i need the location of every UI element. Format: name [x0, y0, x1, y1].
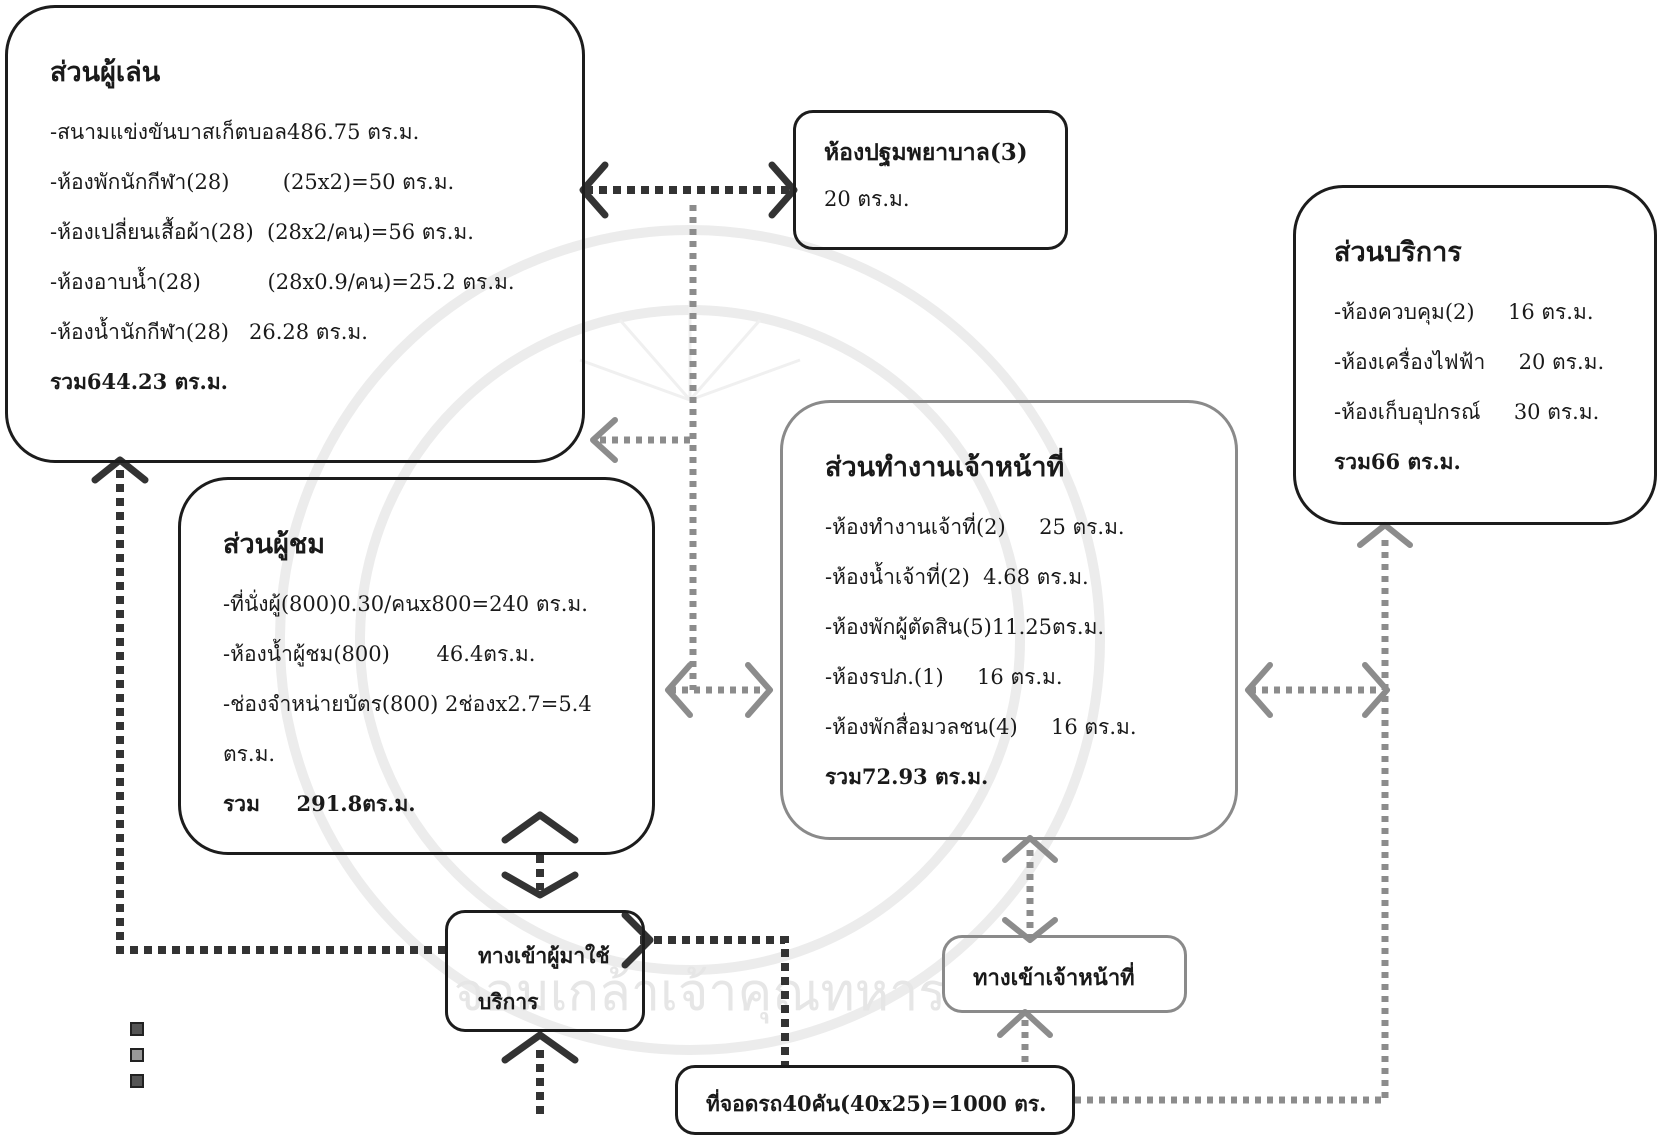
arrowhead-player-branch: [590, 417, 618, 463]
first-aid-title: ห้องปฐมพยาบาล(3): [824, 139, 1028, 166]
arrowhead-service-left: [1362, 662, 1390, 718]
staff-entrance-box: ทางเข้าเจ้าหน้าที่: [942, 935, 1187, 1013]
arrowhead-staff-up: [1002, 835, 1058, 863]
player-zone-line: -สนามแข่งขันบาสเก็ตบอล486.75 ตร.ม.: [50, 120, 420, 144]
player-zone-line: -ห้องอาบน้ำ(28) (28x0.9/คน)=25.2 ตร.ม.: [50, 270, 515, 294]
staff-entrance-label: ทางเข้าเจ้าหน้าที่: [973, 965, 1135, 991]
spectator-zone-line: -ห้องน้ำผู้ชม(800) 46.4ตร.ม.: [223, 642, 536, 666]
service-zone-line: -ห้องควบคุม(2) 16 ตร.ม.: [1334, 300, 1594, 324]
connector-entrance-player: [116, 470, 445, 954]
service-zone-box: ส่วนบริการ -ห้องควบคุม(2) 16 ตร.ม. -ห้อง…: [1293, 185, 1657, 525]
connector-entrance-parking: [640, 936, 789, 1065]
visitor-entrance-line1: ทางเข้าผู้มาใช้: [478, 943, 610, 968]
player-zone-line: -ห้องพักนักกีฬา(28) (25x2)=50 ตร.ม.: [50, 170, 455, 194]
arrowhead-service-up: [1357, 522, 1413, 548]
player-zone-line: -ห้องน้ำนักกีฬา(28) 26.28 ตร.ม.: [50, 320, 368, 344]
legend-dark-icon: [130, 1022, 144, 1036]
spectator-zone-line: -ช่องจำหน่ายบัตร(800) 2ช่องx2.7=5.4: [223, 692, 592, 716]
spectator-zone-total: รวม 291.8ตร.ม.: [223, 791, 416, 816]
arrowhead-spectator-right: [665, 662, 693, 718]
player-zone-box: ส่วนผู้เล่น -สนามแข่งขันบาสเก็ตบอล486.75…: [5, 5, 585, 463]
legend: [130, 1022, 144, 1100]
staff-zone-line: -ห้องน้ำเจ้าที่(2) 4.68 ตร.ม.: [825, 565, 1089, 589]
arrowhead-staff-left: [745, 662, 773, 718]
service-zone-line: -ห้องเครื่องไฟฟ้า 20 ตร.ม.: [1334, 350, 1605, 374]
staff-zone-total: รวม72.93 ตร.ม.: [825, 764, 989, 789]
first-aid-area: 20 ตร.ม.: [824, 187, 910, 211]
staff-zone-line: -ห้องทำงานเจ้าที่(2) 25 ตร.ม.: [825, 515, 1125, 539]
service-zone-line: -ห้องเก็บอุปกรณ์ 30 ตร.ม.: [1334, 400, 1600, 424]
parking-label: ที่จอดรถ40คัน(40x25)=1000 ตร.: [706, 1091, 1047, 1116]
arrowhead-staffentrance-down: [1002, 917, 1058, 943]
staff-zone-line: -ห้องพักสื่อมวลชน(4) 16 ตร.ม.: [825, 715, 1137, 739]
staff-zone-line: -ห้องพักผู้ตัดสิน(5)11.25ตร.ม.: [825, 615, 1105, 639]
service-zone-title: ส่วนบริการ: [1334, 237, 1462, 268]
player-zone-title: ส่วนผู้เล่น: [50, 57, 161, 88]
spectator-zone-box: ส่วนผู้ชม -ที่นั่งผู้(800)0.30/คนx800=24…: [178, 477, 655, 855]
arrowhead-spectator-up: [501, 811, 579, 844]
service-zone-total: รวม66 ตร.ม.: [1334, 449, 1461, 474]
visitor-entrance-line2: บริการ: [478, 989, 539, 1014]
staff-zone-title: ส่วนทำงานเจ้าหน้าที่: [825, 452, 1065, 483]
legend-dark-icon: [130, 1074, 144, 1088]
watermark-text: จอมเกล้าเจ้าคุณทหาร: [454, 965, 946, 1024]
first-aid-box: ห้องปฐมพยาบาล(3) 20 ตร.ม.: [793, 110, 1068, 250]
arrowhead-staff-right: [1245, 662, 1273, 718]
arrowhead-entrance-up: [501, 1031, 579, 1064]
arrowhead-entrance-down: [501, 871, 579, 899]
legend-gray-icon: [130, 1048, 144, 1062]
spectator-zone-line: -ที่นั่งผู้(800)0.30/คนx800=240 ตร.ม.: [223, 592, 588, 616]
player-zone-total: รวม644.23 ตร.ม.: [50, 369, 228, 394]
spectator-zone-line: ตร.ม.: [223, 742, 276, 766]
spectator-zone-title: ส่วนผู้ชม: [223, 529, 326, 560]
staff-zone-box: ส่วนทำงานเจ้าหน้าที่ -ห้องทำงานเจ้าที่(2…: [780, 400, 1238, 840]
player-zone-line: -ห้องเปลี่ยนเสื้อผ้า(28) (28x2/คน)=56 ตร…: [50, 220, 474, 244]
visitor-entrance-box: ทางเข้าผู้มาใช้ บริการ: [445, 910, 645, 1032]
staff-zone-line: -ห้องรปภ.(1) 16 ตร.ม.: [825, 665, 1063, 689]
parking-box: ที่จอดรถ40คัน(40x25)=1000 ตร.: [675, 1065, 1075, 1135]
